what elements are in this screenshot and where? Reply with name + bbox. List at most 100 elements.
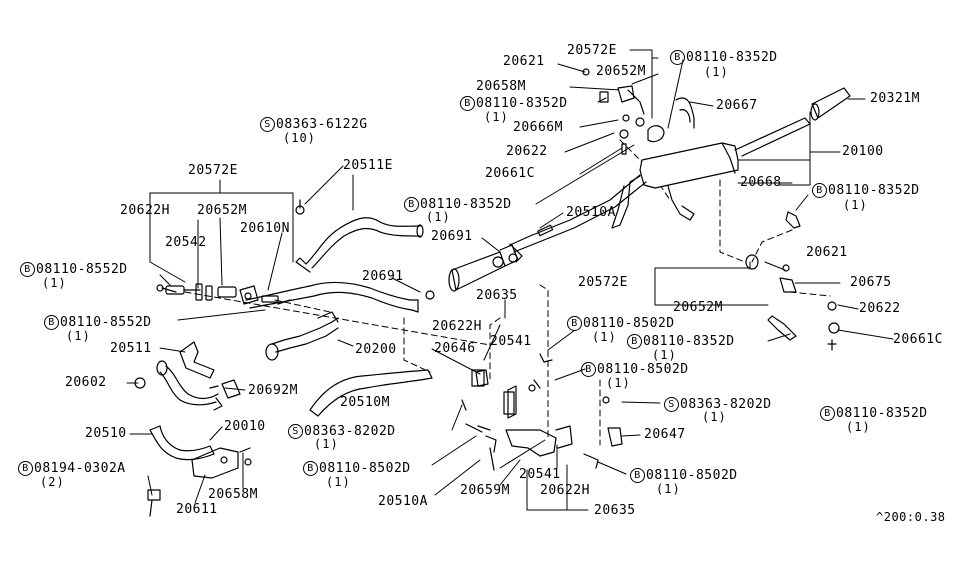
- quantity-label: (1): [843, 198, 868, 212]
- part-label: 20635: [476, 288, 518, 303]
- part-label: 20511E: [343, 158, 393, 173]
- quantity-label: (2): [40, 475, 65, 489]
- leader-lines: [126, 49, 894, 511]
- part-label: 20621: [806, 245, 848, 260]
- bracket-20511: [179, 341, 215, 379]
- part-label: 20646: [434, 341, 476, 356]
- quantity-label: (1): [314, 437, 339, 451]
- quantity-label: (1): [484, 110, 509, 124]
- bolt-symbol: B: [460, 96, 475, 111]
- part-label: 20659M: [460, 483, 510, 498]
- screw-symbol: S: [260, 117, 275, 132]
- part-label: 20661C: [893, 332, 943, 347]
- quantity-label: (1): [66, 329, 91, 343]
- bolt-symbol: B: [20, 262, 35, 277]
- part-label: 20572E: [188, 163, 238, 178]
- bracket-20611: [147, 447, 252, 517]
- quantity-label: (1): [704, 65, 729, 79]
- part-label: 20691: [362, 269, 404, 284]
- bolts: [156, 284, 553, 433]
- quantity-label: (10): [283, 131, 316, 145]
- bolt-symbol: B: [630, 468, 645, 483]
- part-label: 20647: [644, 427, 686, 442]
- part-label: 20652M: [596, 64, 646, 79]
- bolt-symbol: B: [18, 461, 33, 476]
- front-pipe-20511E: [295, 199, 424, 273]
- hanger-20668: [667, 185, 695, 221]
- right-hanger-parts: [745, 211, 840, 351]
- bolt-symbol: B: [812, 183, 827, 198]
- part-label: 20661C: [485, 166, 535, 181]
- clamp-20647: [602, 396, 623, 447]
- quantity-label: (1): [42, 276, 67, 290]
- part-label: 20541: [519, 467, 561, 482]
- front-pipe-20200: [245, 281, 419, 361]
- part-label: 20652M: [197, 203, 247, 218]
- part-label: 20510A: [566, 205, 616, 220]
- bolt-symbol: B: [820, 406, 835, 421]
- tail-tip-20321M: [810, 87, 851, 121]
- part-label: 20611: [176, 502, 218, 517]
- quantity-label: (1): [326, 475, 351, 489]
- quantity-label: (1): [592, 330, 617, 344]
- upper-hanger-stack: [582, 68, 665, 155]
- heat-shield-20510M: [309, 369, 433, 417]
- part-label: 20541: [490, 334, 532, 349]
- screw-symbol: S: [288, 424, 303, 439]
- part-label: 20652M: [673, 300, 723, 315]
- part-label: 20510M: [340, 395, 390, 410]
- hanger-20667: [675, 97, 695, 129]
- part-label: 20666M: [513, 120, 563, 135]
- part-label: 20321M: [870, 91, 920, 106]
- center-stack: [471, 369, 515, 453]
- part-label: 20510: [85, 426, 127, 441]
- part-label: 20510A: [378, 494, 428, 509]
- part-label: 20622H: [540, 483, 590, 498]
- quantity-label: (1): [846, 420, 871, 434]
- part-label: 20622H: [120, 203, 170, 218]
- quantity-label: (1): [656, 482, 681, 496]
- y-pipe-20010: [134, 360, 223, 411]
- flange-20692M: [209, 379, 241, 399]
- part-label: 20100: [842, 144, 884, 159]
- bolt-symbol: B: [404, 197, 419, 212]
- part-label: 20658M: [208, 487, 258, 502]
- heat-shield-20510: [149, 425, 215, 461]
- flange-group-left: [165, 283, 279, 305]
- part-label: 20200: [355, 342, 397, 357]
- bolt-symbol: B: [627, 334, 642, 349]
- part-label: 20622H: [432, 319, 482, 334]
- part-label: 20542: [165, 235, 207, 250]
- part-label: 20602: [65, 375, 107, 390]
- part-label: 20668: [740, 175, 782, 190]
- part-label: 20635: [594, 503, 636, 518]
- part-label: 20667: [716, 98, 758, 113]
- gaskets-20691: [492, 253, 518, 268]
- part-label: 20675: [850, 275, 892, 290]
- screw-symbol: S: [664, 397, 679, 412]
- part-label: 20691: [431, 229, 473, 244]
- bolt-symbol: B: [44, 315, 59, 330]
- part-label: 20572E: [567, 43, 617, 58]
- bolt-symbol: B: [670, 50, 685, 65]
- part-label: 20572E: [578, 275, 628, 290]
- part-label: 20610N: [240, 221, 290, 236]
- diagram-reference-id: ^200:0.38: [876, 510, 946, 524]
- main-muffler-20100: [611, 117, 811, 229]
